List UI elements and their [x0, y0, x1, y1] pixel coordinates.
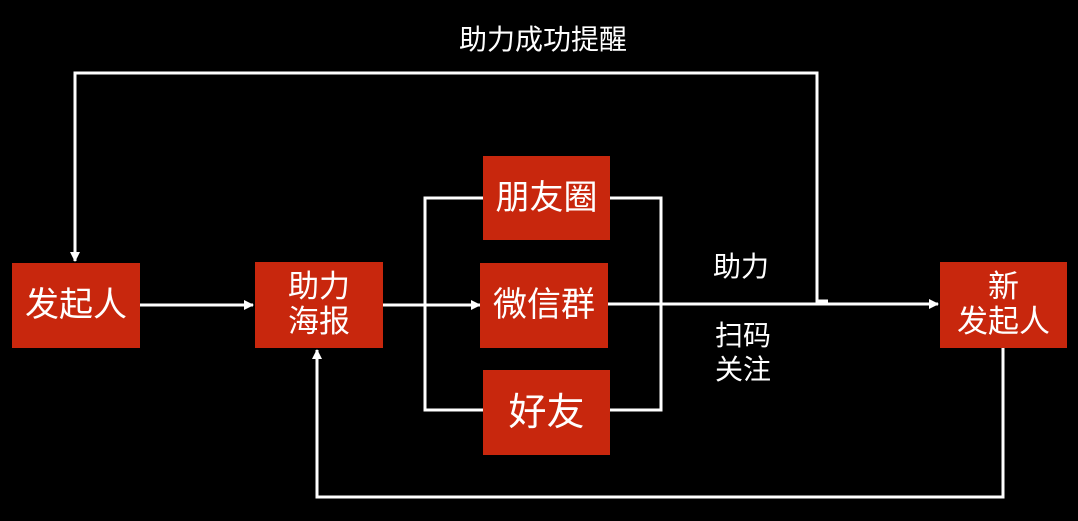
- label-success-reminder: 助力成功提醒: [459, 23, 628, 56]
- node-poster-line1: 助力: [288, 269, 350, 306]
- label-scan-follow-line2: 关注: [715, 353, 772, 387]
- label-scan-follow-line1: 扫码: [715, 319, 772, 352]
- arrow-bottom-loop: [312, 348, 1005, 499]
- node-wechat-group-label: 微信群: [493, 285, 595, 326]
- node-poster: 助力 海报: [255, 262, 383, 348]
- node-friends: 好友: [483, 370, 610, 455]
- label-assist: 助力: [713, 250, 770, 283]
- node-moments-label: 朋友圈: [495, 177, 598, 218]
- node-moments: 朋友圈: [483, 156, 610, 240]
- arrow-success-reminder-loop: [70, 71, 828, 303]
- node-initiator: 发起人: [12, 263, 140, 348]
- node-friends-label: 好友: [508, 390, 585, 435]
- node-new-initiator-line2: 发起人: [957, 304, 1050, 340]
- node-new-initiator: 新 发起人: [940, 262, 1067, 348]
- node-wechat-group: 微信群: [480, 263, 608, 348]
- node-poster-line2: 海报: [288, 304, 350, 340]
- node-new-initiator-line1: 新: [988, 269, 1019, 306]
- node-initiator-label: 发起人: [25, 285, 127, 326]
- bracket-left: [423, 196, 483, 412]
- label-scan-follow: 扫码 关注: [715, 319, 771, 387]
